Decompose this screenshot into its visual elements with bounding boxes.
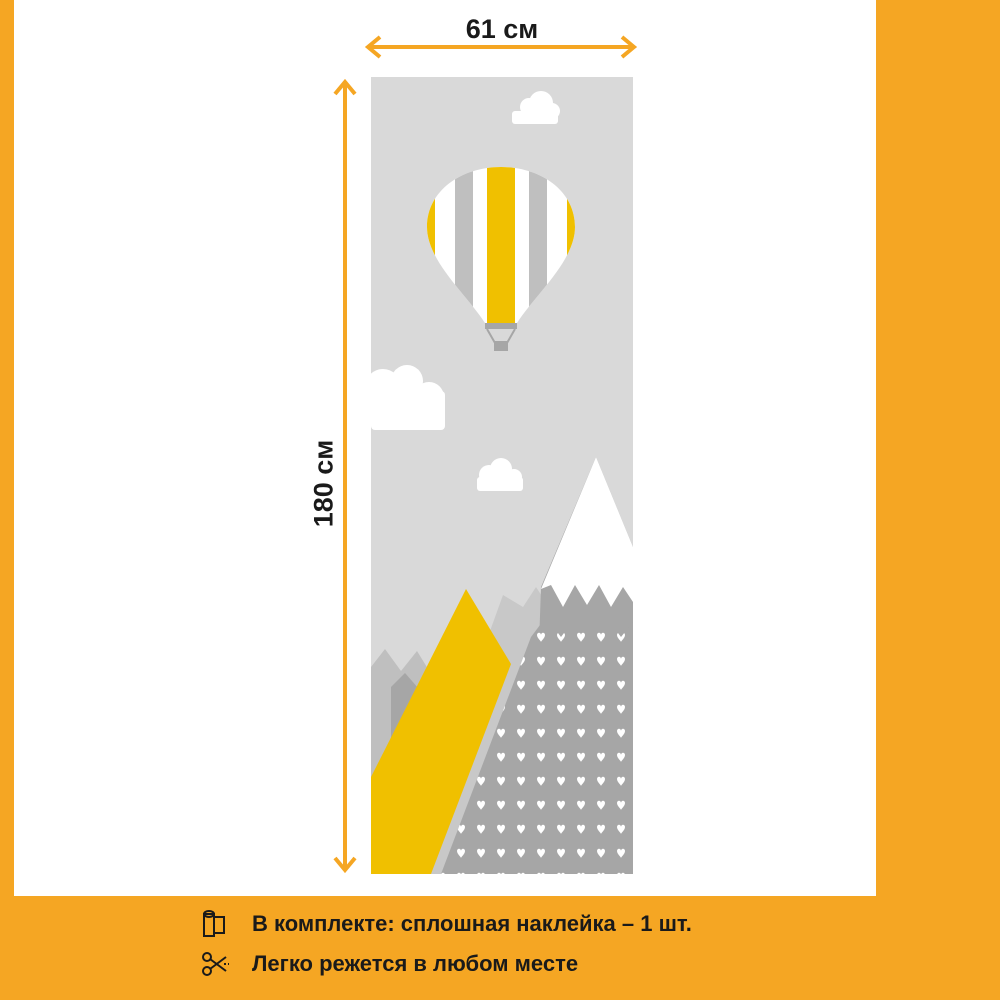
scissors-icon bbox=[200, 949, 230, 979]
cut-text: Легко режется в любом месте bbox=[252, 951, 579, 976]
height-arrow bbox=[333, 78, 357, 874]
width-label: 61 см bbox=[465, 14, 539, 44]
width-arrow bbox=[364, 35, 638, 59]
height-label: 180 см bbox=[308, 439, 339, 528]
kit-text: В комплекте: сплошная наклейка – 1 шт. bbox=[252, 911, 692, 936]
roll-icon bbox=[200, 909, 230, 939]
snow-cap bbox=[541, 457, 633, 607]
info-row-cut: Легко режется в любом месте bbox=[200, 949, 578, 979]
info-row-kit: В комплекте: сплошная наклейка – 1 шт. bbox=[200, 909, 692, 939]
cloud-icon bbox=[512, 91, 560, 124]
yellow-mountain bbox=[371, 589, 511, 874]
cloud-icon bbox=[477, 458, 523, 491]
info-panel: В комплекте: сплошная наклейка – 1 шт. Л… bbox=[0, 896, 1000, 1000]
cloud-icon bbox=[371, 365, 445, 430]
sticker-illustration bbox=[371, 77, 633, 874]
